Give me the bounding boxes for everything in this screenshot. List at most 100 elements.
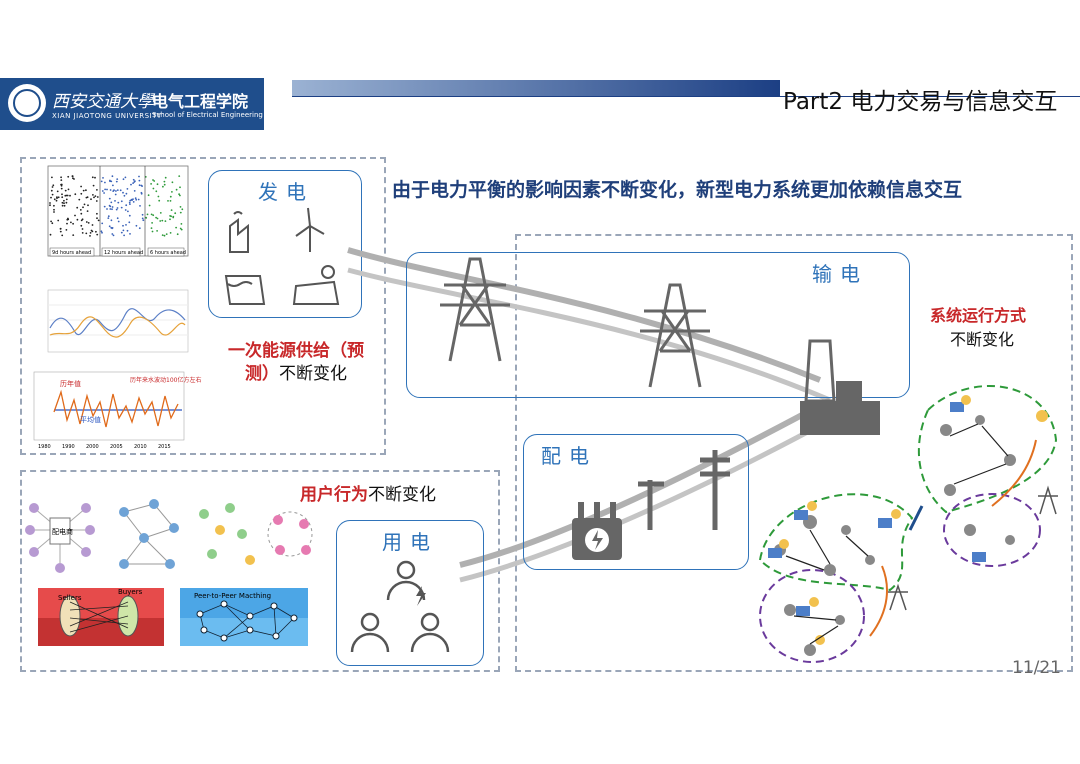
scatter-point [133, 181, 136, 183]
scatter-point [49, 233, 52, 236]
university-seal-ring [13, 89, 41, 117]
scatter-point [152, 179, 154, 181]
scatter-point [51, 222, 54, 225]
scatter-point [96, 217, 98, 220]
scatter-point [65, 198, 68, 201]
scatter-point [138, 227, 141, 230]
scatter-point [89, 235, 91, 237]
scatter-point [86, 196, 89, 199]
scatter-point [50, 189, 53, 192]
scatter-point [101, 231, 103, 234]
scatter-point [69, 194, 71, 197]
scatter-point [140, 192, 143, 195]
scatter-point [82, 189, 85, 192]
scatter-point [147, 194, 150, 197]
scatter-point [115, 190, 117, 192]
scatter-point [120, 206, 123, 209]
scatter-point [129, 203, 131, 205]
sellers-label: Sellers [58, 594, 82, 602]
scatter-point [112, 190, 115, 192]
scatter-point [80, 224, 83, 227]
page-number: 11/21 [1012, 658, 1061, 678]
scatter-point [122, 178, 125, 181]
factory-icon [229, 211, 249, 253]
scatter-point [155, 190, 158, 193]
scatter-point [63, 199, 65, 202]
generation-label: 发电 [258, 180, 314, 204]
scatter-point [101, 190, 104, 192]
chart3-year-1990: 1990 [62, 444, 75, 450]
scatter-point [142, 219, 145, 222]
scatter-point [100, 180, 103, 183]
scatter-point [170, 209, 173, 211]
scatter-point [171, 181, 174, 184]
scatter-point [81, 232, 84, 234]
scatter-point [161, 219, 164, 222]
scatter-point [116, 178, 119, 180]
generation-icons [224, 207, 340, 305]
scatter-point [64, 189, 67, 192]
generation-box [208, 170, 362, 318]
scatter-point [67, 175, 70, 178]
scatter-point [72, 234, 75, 236]
scatter-point [89, 232, 92, 234]
scatter-point [83, 203, 86, 206]
scatter-point [92, 184, 95, 187]
scatter-point [49, 204, 51, 207]
scatter-point [61, 201, 64, 204]
scatter-point [148, 204, 151, 207]
scatter-point [144, 176, 147, 178]
scatter-point [63, 202, 65, 205]
scatter-point [106, 188, 108, 191]
scatter-point [179, 206, 182, 208]
scatter-point [96, 212, 98, 215]
scatter-point [97, 219, 100, 222]
scatter-point [179, 186, 181, 189]
system-note-red: 系统运行方式 [930, 306, 1027, 325]
consumption-label: 用电 [382, 530, 438, 554]
scatter-point [119, 189, 122, 192]
scatter-point [122, 191, 124, 194]
system-note-black: 不断变化 [950, 330, 1015, 349]
scatter-point [145, 216, 147, 219]
scatter-point [169, 232, 172, 234]
scatter-point [138, 184, 141, 187]
scatter-point [65, 201, 68, 204]
scatter-point [178, 193, 181, 196]
scatter-point [109, 180, 111, 183]
scatter-point [85, 221, 88, 223]
scatter-point [128, 201, 131, 204]
scatter-point [85, 189, 87, 192]
scatter-point [55, 199, 58, 202]
scatter-point [67, 188, 70, 191]
scatter-point [129, 199, 132, 202]
scatter-point [123, 194, 126, 197]
scatter-point [74, 214, 76, 217]
scatter-point [66, 194, 69, 197]
scatter-point [101, 222, 104, 225]
scatter-point [152, 214, 155, 217]
generation-note-black: 不断变化 [279, 364, 347, 384]
transmission-towers [440, 257, 880, 435]
scatter-point [109, 208, 112, 210]
scatter-point [60, 183, 62, 186]
scatter-point [52, 184, 55, 187]
header-rule [292, 96, 1080, 97]
scatter-point [146, 213, 149, 216]
scatter-point [94, 195, 97, 197]
scatter-point [158, 199, 161, 202]
scatter-point [139, 205, 141, 207]
scatter-point [179, 194, 181, 197]
scatter-point [93, 196, 95, 199]
scatter-point [169, 218, 171, 221]
transformer-icon [572, 502, 622, 560]
chart3-year-1980: 1980 [38, 444, 51, 450]
scatter-point [150, 183, 152, 185]
scatter-point [110, 226, 113, 229]
scatter-point [179, 211, 182, 214]
scatter-point [161, 234, 164, 236]
scatter-point [85, 232, 88, 235]
scatter-point [61, 196, 64, 199]
scatter-point [169, 215, 172, 217]
